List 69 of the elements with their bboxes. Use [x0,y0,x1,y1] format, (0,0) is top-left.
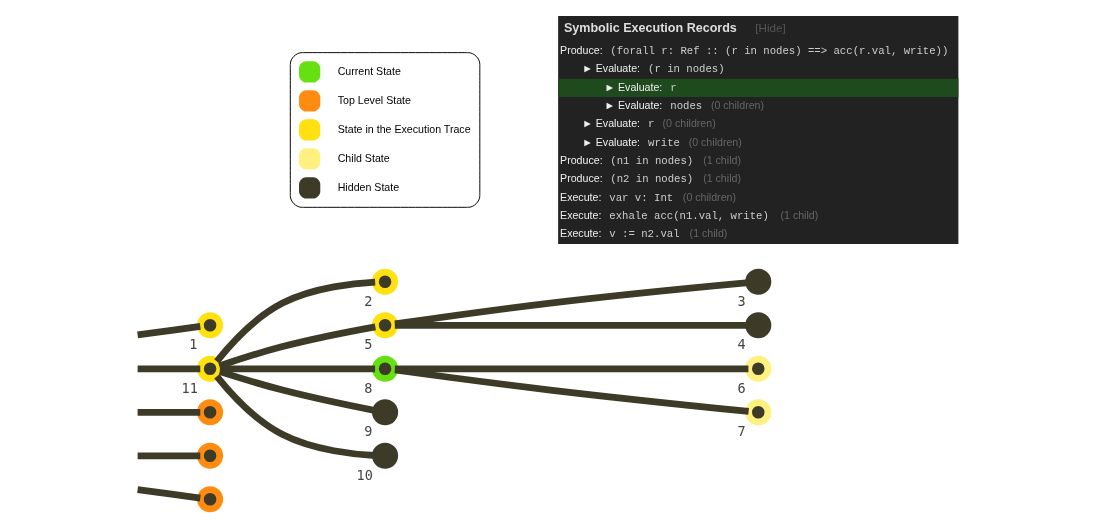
label: (0 children) [710,98,765,111]
label: Execute: [560,227,602,240]
label: (1 child) [780,209,819,222]
node-label: 7 [737,423,746,440]
label: (n1 in nodes) [610,155,694,168]
label: Symbolic Execution Records [563,20,737,35]
label: Execute: [560,190,602,203]
node-label: 2 [364,292,373,309]
node-label: 4 [737,336,746,353]
label: ► Evaluate: [604,80,663,93]
label: ► Evaluate: [582,135,641,148]
node-circle [745,399,772,426]
label: exhale acc(n1.val, write) [609,210,769,223]
connector [394,321,749,329]
node-label: 11 [181,379,198,396]
node-label: 3 [737,292,746,309]
node-circle [197,486,224,513]
label: r [670,81,677,94]
label: Execute: [560,209,602,222]
node-circle [372,268,399,295]
node-circle [745,268,772,295]
connector [394,365,749,373]
label: (0 children) [662,117,716,130]
node-label: 5 [364,336,373,353]
label: (1 child) [703,172,741,185]
label: ► Evaluate: [582,117,641,130]
label: write [648,136,680,149]
label: var v: Int [609,191,674,204]
label: ► Evaluate: [604,98,663,111]
legend-label: Top Level State [337,93,411,106]
legend-label: State in the Execution Trace [337,122,471,135]
connector [137,408,201,416]
node-circle [372,312,399,339]
label: (r in nodes) [648,63,725,76]
connector [219,365,376,373]
label: (0 children) [682,190,737,203]
legend-label: Current State [337,64,401,77]
legend-label: Hidden State [337,180,400,193]
node-label: 9 [364,423,373,440]
node-label: 10 [356,466,373,483]
node-circle [745,312,772,339]
label: Produce: [560,154,603,167]
node-circle [372,355,399,382]
node-circle [372,442,399,469]
label: Produce: [560,43,603,56]
label: (forall r: Ref :: (r in nodes) ==> acc(r.val, write)) [610,44,949,57]
node-circle [197,312,224,339]
node-circle [197,399,224,426]
connector [394,279,749,328]
label: nodes [670,99,703,112]
node-circle [197,442,224,469]
node-circle [745,355,772,382]
connector [137,486,201,502]
node-circle [372,399,399,426]
label: (0 children) [688,135,742,148]
label: ► Evaluate: [582,62,641,75]
label: r [648,118,655,131]
label: (1 child) [689,227,728,240]
node-label: 8 [364,379,373,396]
connector [137,452,201,460]
connector [137,323,201,339]
node-label: 6 [737,379,746,396]
label: Produce: [560,172,603,185]
label: (n2 in nodes) [610,173,694,186]
legend-label: Child State [337,151,390,164]
connector [137,365,201,373]
label: v := n2.val [609,228,680,241]
node-label: 1 [189,336,198,353]
label: (1 child) [703,154,741,167]
